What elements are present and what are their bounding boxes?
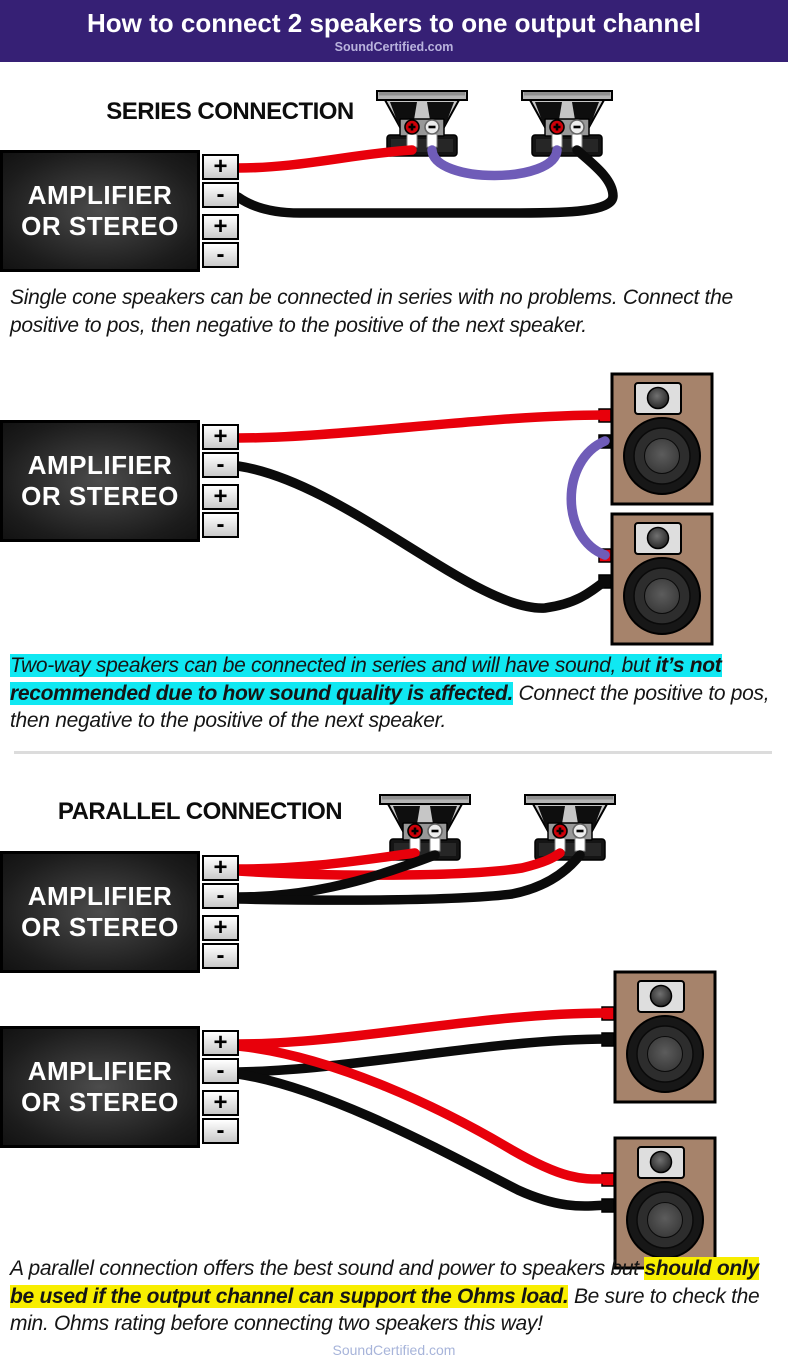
amp2-terminals: + - + - [202,420,240,542]
amplifier-box-1: AMPLIFIER OR STEREO [0,150,200,272]
amp-label-line1: AMPLIFIER [27,1056,173,1087]
parallel2-wire-black-1 [233,1034,613,1077]
parallel-box-speaker-2 [613,1136,717,1270]
parallel-box-speaker-1 [613,970,717,1104]
amp4-terminals: + - + - [202,1026,240,1148]
cyan-highlighted-text: Two-way speakers can be connected in ser… [10,654,656,677]
header-site-name: SoundCertified.com [334,40,454,54]
amp-label-line2: OR STEREO [21,481,179,511]
amp3-terminal-negative-2: - [202,943,239,969]
amp2-terminal-positive-1: + [202,424,239,450]
amp-label-line2: OR STEREO [21,1087,179,1117]
section-divider [14,751,772,754]
series-cone-speaker-2 [520,89,614,158]
amp-label-line1: AMPLIFIER [27,881,173,912]
amp-label-line1: AMPLIFIER [27,180,173,211]
amp-label-line1: AMPLIFIER [27,450,173,481]
amp3-terminal-positive-2: + [202,915,239,941]
amp1-terminal-negative-1: - [202,182,239,208]
amp3-terminal-positive-1: + [202,855,239,881]
footer-site-name: SoundCertified.com [332,1342,456,1358]
amp3-terminals: + - + - [202,851,240,973]
amplifier-box-2: AMPLIFIER OR STEREO [0,420,200,542]
series-caption-text: Single cone speakers can be connected in… [10,286,733,337]
parallel2-wire-black-2 [233,1069,613,1211]
series-box-speaker-2 [610,512,714,646]
series2-wire-negative-black [233,461,610,613]
plain-text: Be sure to check the min. Ohms rating be… [10,1284,760,1336]
series2-wire-jumper-purple [566,436,610,560]
amp2-terminal-negative-1: - [202,452,239,478]
series-connection-heading: SERIES CONNECTION [106,98,354,125]
series-wire-positive-red [233,145,417,173]
amp-label-line2: OR STEREO [21,211,179,241]
amplifier-label: AMPLIFIER OR STEREO [21,450,179,511]
amplifier-label: AMPLIFIER OR STEREO [21,1056,179,1117]
parallel-cone-speaker-1 [378,793,472,862]
series-box-speaker-1 [610,372,714,506]
series2-wire-positive-red [233,410,610,443]
amp1-terminal-negative-2: - [202,242,239,268]
amp4-terminal-positive-1: + [202,1030,239,1056]
amp4-terminal-negative-1: - [202,1058,239,1084]
amplifier-box-3: AMPLIFIER OR STEREO [0,851,200,973]
amplifier-box-4: AMPLIFIER OR STEREO [0,1026,200,1148]
amp1-terminal-positive-2: + [202,214,239,240]
parallel-cone-speaker-2 [523,793,617,862]
parallel-wire-red-2 [233,848,565,880]
amp4-terminal-positive-2: + [202,1090,239,1116]
amp4-terminal-negative-2: - [202,1118,239,1144]
series-warning-text: Two-way speakers can be connected in ser… [10,652,782,735]
series-wire-negative-black [233,145,618,218]
plain-text: A parallel connection offers the best so… [10,1257,645,1280]
parallel2-wire-red-1 [233,1008,613,1049]
amp1-terminal-positive-1: + [202,154,239,180]
amp3-terminal-negative-1: - [202,883,239,909]
amp2-terminal-positive-2: + [202,484,239,510]
header-banner: How to connect 2 speakers to one output … [0,0,788,62]
parallel2-wire-red-2 [233,1041,613,1184]
amplifier-label: AMPLIFIER OR STEREO [21,881,179,942]
series-cone-speaker-1 [375,89,469,158]
amp1-terminals: + - + - [202,150,240,272]
page-title: How to connect 2 speakers to one output … [87,8,701,38]
parallel-connection-heading: PARALLEL CONNECTION [57,798,343,825]
plain-text: Connect the positive to pos, then negati… [10,681,770,733]
amp2-terminal-negative-2: - [202,512,239,538]
amp-label-line2: OR STEREO [21,912,179,942]
parallel-wire-black-2 [233,850,585,905]
amplifier-label: AMPLIFIER OR STEREO [21,180,179,241]
series-wire-jumper-purple [427,145,562,181]
parallel-caption-text: A parallel connection offers the best so… [10,1255,782,1338]
